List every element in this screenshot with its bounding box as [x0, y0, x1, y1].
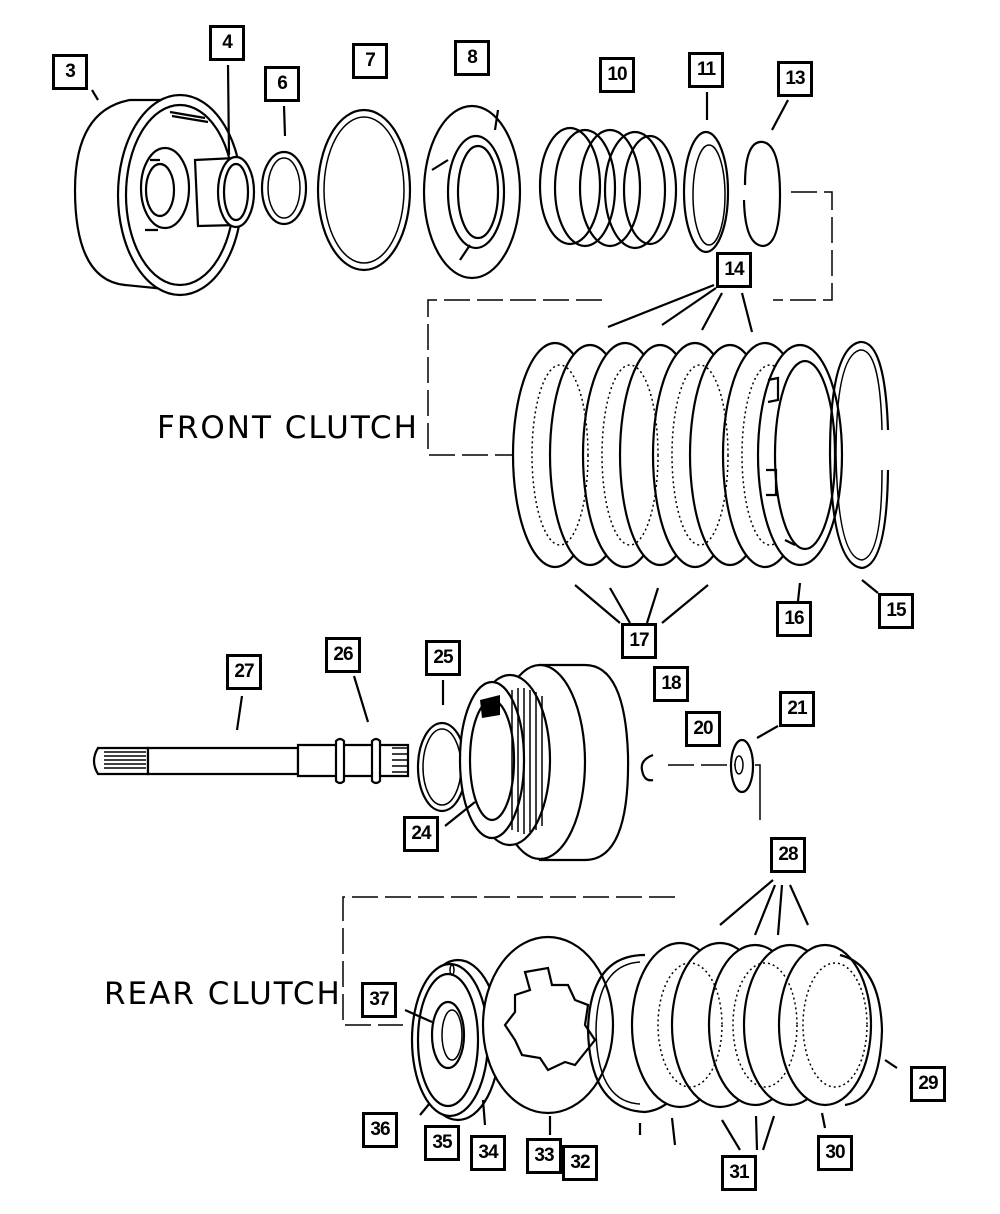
callout-4[interactable]: 4 [209, 25, 245, 61]
callout-24[interactable]: 24 [403, 816, 439, 852]
callout-28[interactable]: 28 [770, 837, 806, 873]
rear-clutch-label: REAR CLUTCH [104, 976, 342, 1012]
callout-25[interactable]: 25 [425, 640, 461, 676]
callout-35[interactable]: 35 [424, 1125, 460, 1161]
part-10-springs[interactable] [538, 126, 678, 250]
front-clutch-label: FRONT CLUTCH [157, 410, 419, 446]
callout-32[interactable]: 32 [562, 1145, 598, 1181]
callout-36[interactable]: 36 [362, 1112, 398, 1148]
callout-16[interactable]: 16 [776, 601, 812, 637]
front-clutch-pack[interactable] [511, 341, 809, 569]
part-24-rear-clutch-retainer[interactable] [458, 663, 630, 862]
part-15-snap-ring[interactable] [828, 340, 890, 570]
callout-10[interactable]: 10 [599, 57, 635, 93]
callout-37[interactable]: 37 [361, 982, 397, 1018]
part-29-snap-ring[interactable] [839, 953, 884, 1107]
callout-6[interactable]: 6 [264, 66, 300, 102]
callout-14[interactable]: 14 [716, 252, 752, 288]
callout-26[interactable]: 26 [325, 637, 361, 673]
part-3-retainer[interactable] [73, 93, 256, 297]
part-35-rear-piston[interactable] [410, 958, 502, 1122]
part-20-snap-ring[interactable] [640, 753, 654, 782]
part-25-seal-ring[interactable] [416, 721, 468, 813]
callout-27[interactable]: 27 [226, 654, 262, 690]
callout-31[interactable]: 31 [721, 1155, 757, 1191]
part-13-snap-ring[interactable] [742, 140, 782, 248]
part-11-spring-retainer[interactable] [682, 130, 730, 254]
callout-8[interactable]: 8 [454, 40, 490, 76]
callout-15[interactable]: 15 [878, 593, 914, 629]
part-8-piston[interactable] [422, 104, 522, 280]
callout-29[interactable]: 29 [910, 1066, 946, 1102]
callout-3[interactable]: 3 [52, 54, 88, 90]
callout-7[interactable]: 7 [352, 43, 388, 79]
part-16-pressure-plate[interactable] [756, 343, 844, 567]
part-21-thrust-washer[interactable] [729, 738, 755, 794]
callout-13[interactable]: 13 [777, 61, 813, 97]
part-34-belleville-spring[interactable] [481, 935, 615, 1115]
part-6-seal-ring[interactable] [260, 150, 308, 226]
callout-21[interactable]: 21 [779, 691, 815, 727]
part-27-input-shaft[interactable] [92, 737, 410, 785]
callout-20[interactable]: 20 [685, 711, 721, 747]
callout-17[interactable]: 17 [621, 623, 657, 659]
rear-clutch-pack[interactable] [630, 941, 873, 1109]
callout-34[interactable]: 34 [470, 1135, 506, 1171]
callout-33[interactable]: 33 [526, 1138, 562, 1174]
callout-30[interactable]: 30 [817, 1135, 853, 1171]
part-7-piston-seal[interactable] [316, 108, 412, 272]
callout-18[interactable]: 18 [653, 666, 689, 702]
callout-11[interactable]: 11 [688, 52, 724, 88]
